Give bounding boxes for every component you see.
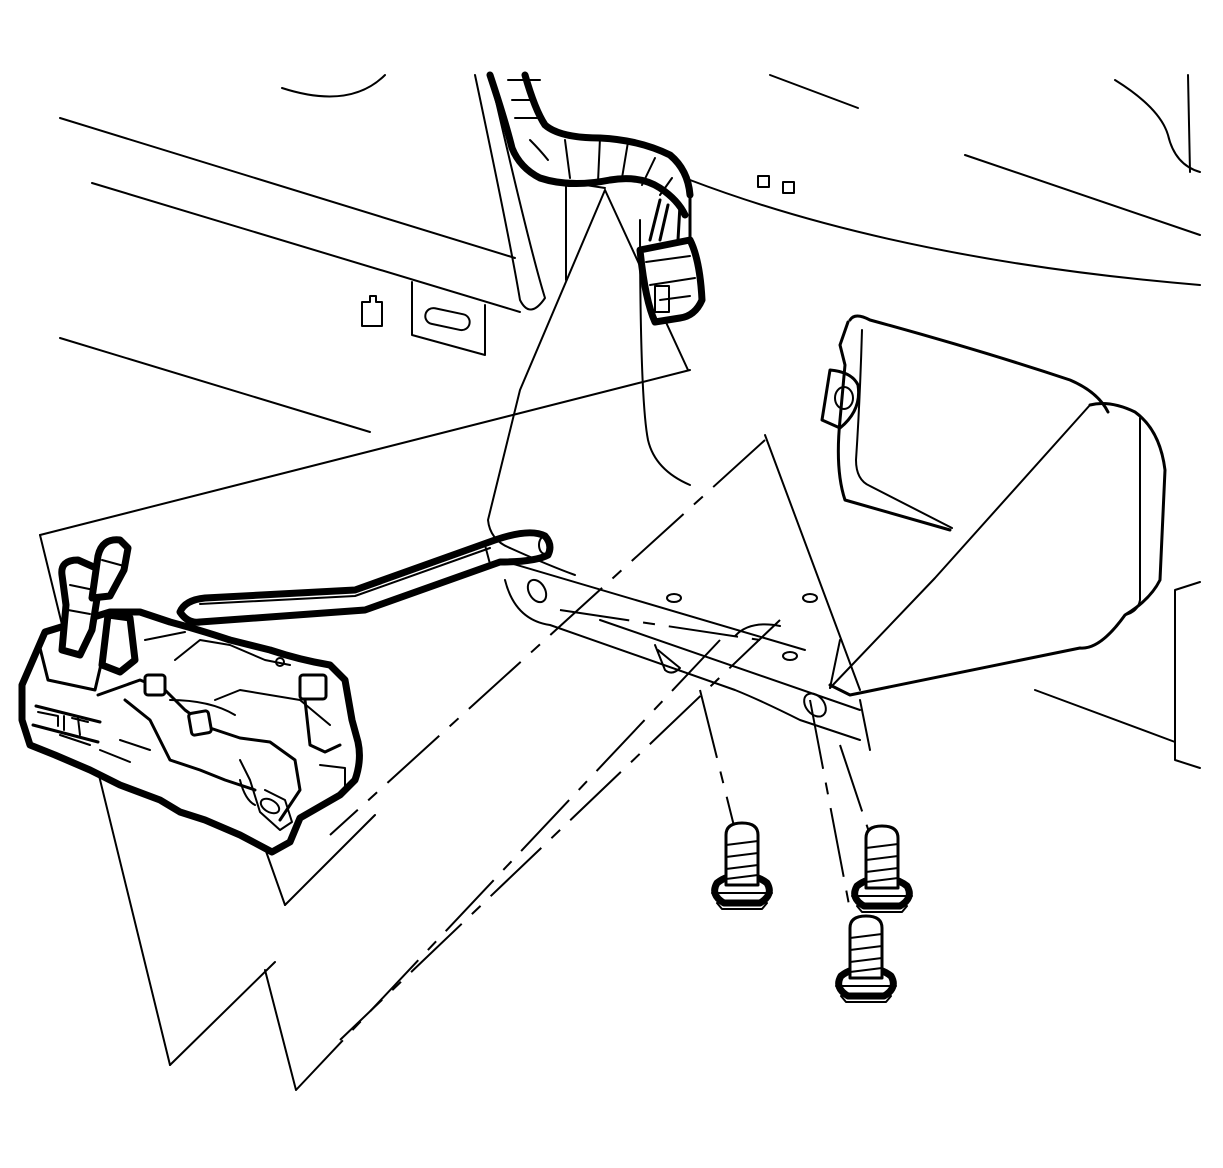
door-inner-panel <box>59 74 1201 769</box>
latch-mounting-bolt-2 <box>851 824 913 913</box>
harness-electrical-connector <box>636 236 706 326</box>
wiring-harness <box>486 71 694 242</box>
outside-handle-rod <box>176 529 554 626</box>
door-latch-assembly <box>18 536 363 856</box>
latch-mounting-bolt-1 <box>711 821 773 910</box>
latch-reinforcement-bracket <box>820 314 1167 697</box>
latch-mounting-bolt-3 <box>835 914 897 1003</box>
